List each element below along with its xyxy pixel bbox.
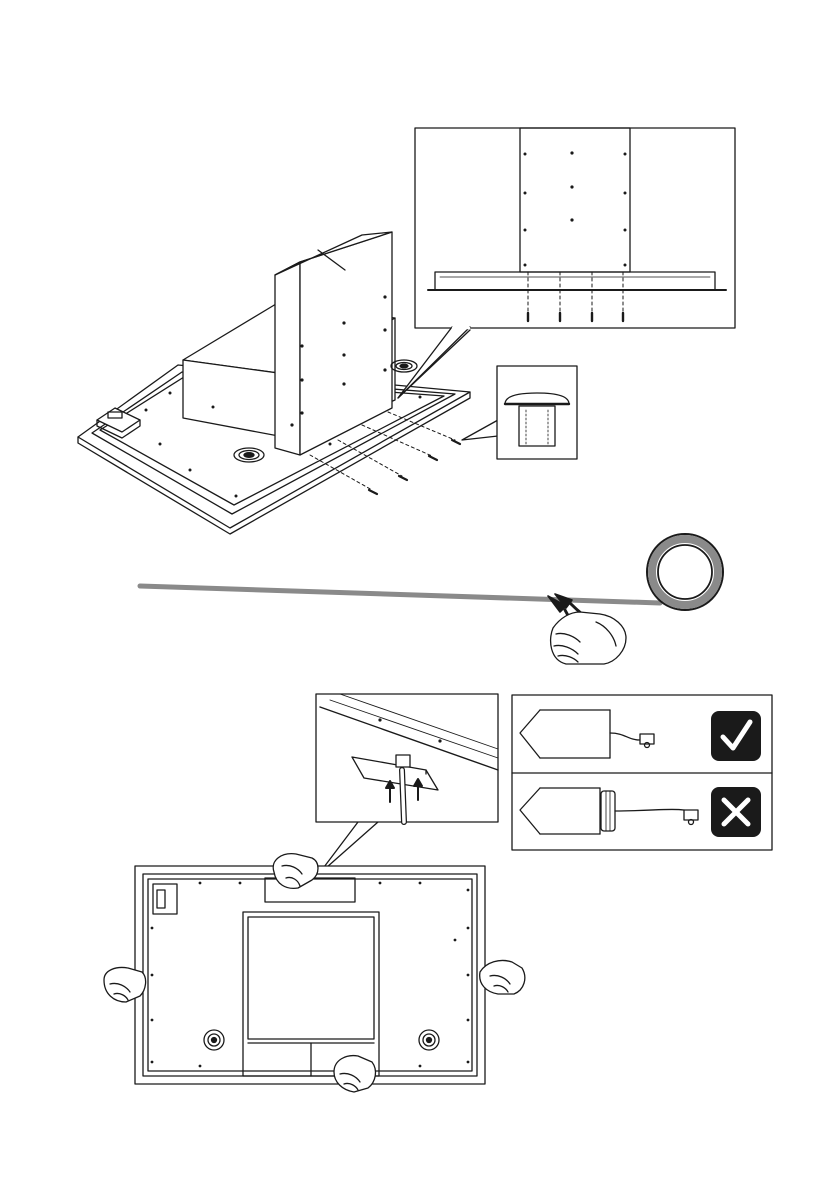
check-icon — [711, 711, 761, 761]
screw-4 — [369, 490, 377, 494]
screw-3 — [399, 476, 407, 480]
ferrite-core — [601, 791, 615, 831]
connector-plug — [396, 755, 410, 767]
screw-head — [505, 393, 569, 404]
screw-shaft — [519, 406, 555, 446]
detail-frame-top — [415, 128, 735, 328]
step-2-cable-cut — [140, 534, 723, 664]
screw-closeup — [462, 366, 577, 459]
cross-icon — [711, 787, 761, 837]
callout-pointer-top-cover — [398, 327, 470, 398]
hood-bottom-outer — [135, 866, 485, 1084]
power-cable — [140, 586, 660, 603]
connection-examples — [512, 695, 772, 850]
fan-left — [234, 448, 264, 462]
step-3-bottom-view — [104, 694, 525, 1092]
hand-bottom — [334, 1056, 375, 1092]
chimney-front — [275, 262, 300, 455]
screw-1 — [452, 440, 460, 444]
duct-bracket-detail — [398, 128, 735, 398]
hand-icon — [551, 612, 626, 664]
screw-2 — [429, 456, 437, 460]
hand-left — [104, 968, 146, 1003]
cable-roll-icon — [647, 534, 723, 610]
hand-right — [480, 960, 525, 994]
callout-pointer-screw — [462, 420, 498, 440]
